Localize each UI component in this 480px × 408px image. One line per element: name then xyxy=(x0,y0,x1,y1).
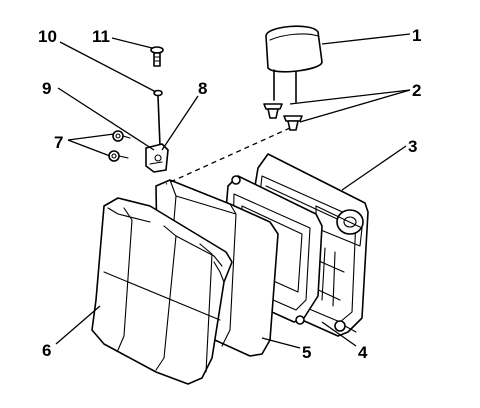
nuts xyxy=(108,130,131,162)
callout-5: 5 xyxy=(302,343,311,362)
latch-bracket xyxy=(145,143,169,173)
headrest-guides xyxy=(263,103,303,131)
headrest xyxy=(265,25,323,103)
callout-9: 9 xyxy=(42,79,51,98)
leader-lines xyxy=(55,33,411,349)
callout-7: 7 xyxy=(54,133,63,152)
callout-11: 11 xyxy=(92,27,110,46)
bolt xyxy=(150,46,164,67)
callout-10: 10 xyxy=(38,27,57,46)
callout-6: 6 xyxy=(42,341,51,360)
callout-1: 1 xyxy=(412,26,421,45)
callout-3: 3 xyxy=(408,137,417,156)
callout-8: 8 xyxy=(198,79,207,98)
callout-labels: 1 2 3 4 5 6 7 8 9 10 11 xyxy=(38,26,421,362)
latch-rod xyxy=(155,95,161,153)
callout-4: 4 xyxy=(358,343,368,362)
callout-2: 2 xyxy=(412,81,421,100)
seat-back-cover xyxy=(91,197,233,385)
